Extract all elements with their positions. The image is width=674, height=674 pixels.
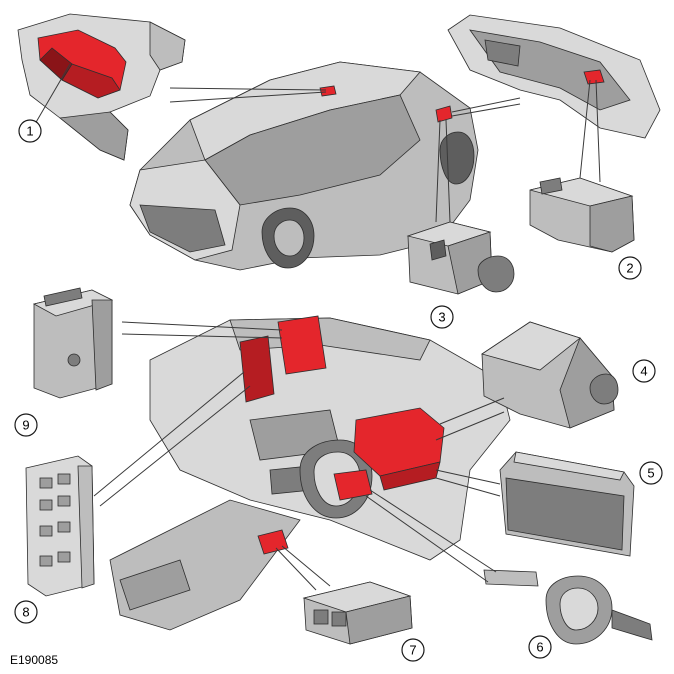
callout-7: 7: [401, 638, 425, 662]
callout-5: 5: [639, 461, 663, 485]
callout-6: 6: [528, 635, 552, 659]
module-6-part: [483, 569, 653, 645]
callout-3-label: 3: [438, 310, 445, 325]
callout-9-label: 9: [22, 418, 29, 433]
callout-2-label: 2: [626, 261, 633, 276]
front-bumper-view: [447, 14, 661, 139]
callout-5-label: 5: [647, 466, 654, 481]
callout-4-label: 4: [640, 364, 647, 379]
callout-8-label: 8: [22, 605, 29, 620]
module-3-part: [406, 221, 515, 295]
module-8-part: [25, 455, 95, 597]
overhead-console-module-view: [17, 13, 186, 161]
figure-reference-code: E190085: [10, 653, 59, 667]
callout-2: 2: [618, 256, 642, 280]
leader-lines: [34, 63, 601, 591]
callout-1: 1: [18, 119, 42, 143]
callout-7-label: 7: [409, 643, 416, 658]
callout-6-label: 6: [536, 640, 543, 655]
dashboard-interior-view: [109, 315, 511, 631]
vehicle-body-view: [129, 61, 479, 271]
callout-9: 9: [14, 413, 38, 437]
callout-4: 4: [632, 359, 656, 383]
module-7-part: [302, 581, 413, 645]
callout-8: 8: [14, 600, 38, 624]
callout-3: 3: [430, 305, 454, 329]
module-5-part: [499, 451, 635, 557]
module-4-part: [481, 321, 619, 429]
module-2-part: [529, 177, 635, 253]
module-9-part: [32, 287, 114, 399]
callout-1-label: 1: [26, 124, 33, 139]
